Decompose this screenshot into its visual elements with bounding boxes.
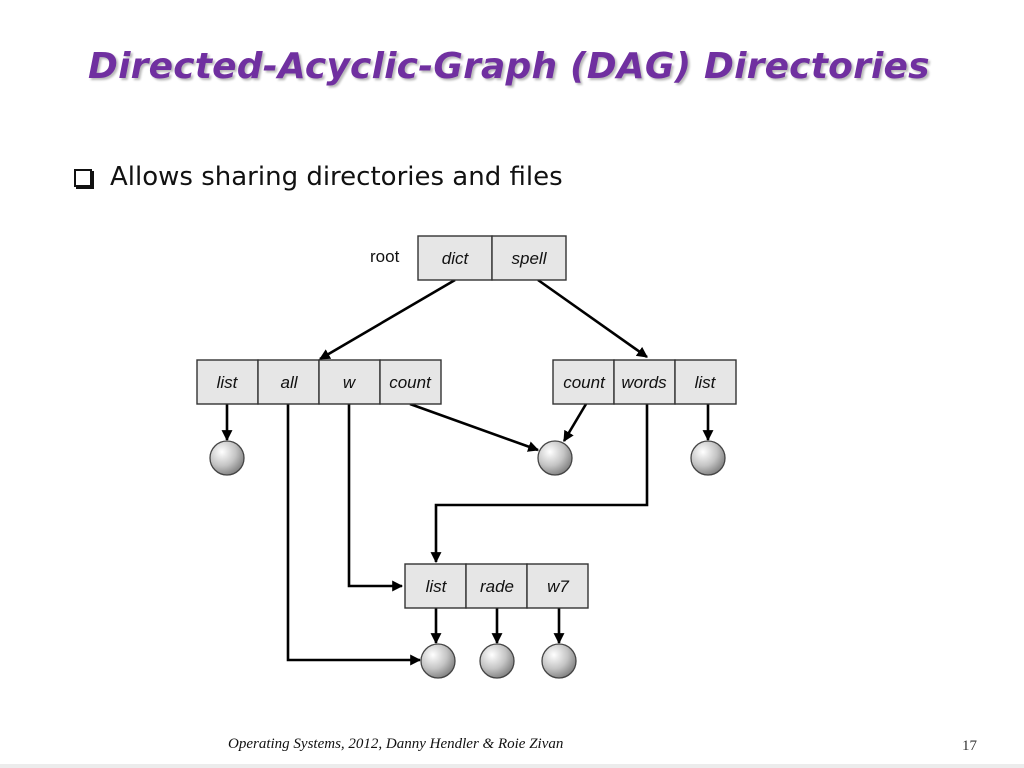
spell-entry-count: count [563, 373, 606, 392]
dict-directory: list all w count [196, 359, 442, 405]
file-node-icon [690, 440, 726, 476]
shared-entry-rade: rade [480, 577, 514, 596]
edge-root-spell [537, 278, 648, 359]
file-node-icon [479, 643, 515, 679]
edge-dict-all-file [286, 404, 422, 666]
edge-root-dict [319, 278, 456, 361]
shared-cell-w7 [526, 563, 589, 609]
shared-entry-list: list [426, 577, 448, 596]
dict-entry-list: list [217, 373, 239, 392]
shared-entry-w7: w7 [547, 577, 569, 596]
file-node-icon [537, 440, 573, 476]
root-label: root [370, 247, 400, 266]
dict-cell-list [196, 359, 259, 405]
dict-entry-w: w [343, 373, 357, 392]
file-node-icon [541, 643, 577, 679]
spell-entry-list: list [695, 373, 717, 392]
file-nodes [209, 440, 726, 679]
dict-entry-all: all [280, 373, 298, 392]
dict-cell-count [379, 359, 442, 405]
slide-title: Directed-Acyclic-Graph (DAG) Directories [88, 46, 930, 87]
file-node-icon [209, 440, 245, 476]
root-entry-dict: dict [442, 249, 470, 268]
spell-cell-words [613, 359, 676, 405]
file-node-icon [420, 643, 456, 679]
bullet-item: Allows sharing directories and files [74, 162, 563, 192]
dict-cell-all [257, 359, 320, 405]
edge-spell-count-file [562, 403, 588, 442]
dict-cell-w [318, 359, 381, 405]
slide-footer: Operating Systems, 2012, Danny Hendler &… [228, 736, 564, 752]
page-number: 17 [962, 738, 977, 754]
shared-directory: list rade w7 [404, 563, 589, 609]
edge-dict-count-file [409, 402, 540, 452]
bottom-divider [0, 764, 1024, 768]
root-entry-spell: spell [512, 249, 548, 268]
spell-cell-list [674, 359, 737, 405]
spell-directory: count words list [552, 359, 737, 405]
spell-entry-words: words [621, 373, 667, 392]
edges [221, 278, 714, 666]
shared-cell-rade [465, 563, 528, 609]
bullet-text: Allows sharing directories and files [110, 162, 563, 192]
edge-dict-w-shared [347, 404, 404, 592]
dict-entry-count: count [389, 373, 432, 392]
edge-spell-words-shared [430, 404, 649, 564]
root-cell-spell [491, 235, 567, 281]
root-directory: dict spell [417, 235, 567, 281]
shared-cell-list [404, 563, 467, 609]
checkbox-bullet-icon [74, 169, 92, 187]
